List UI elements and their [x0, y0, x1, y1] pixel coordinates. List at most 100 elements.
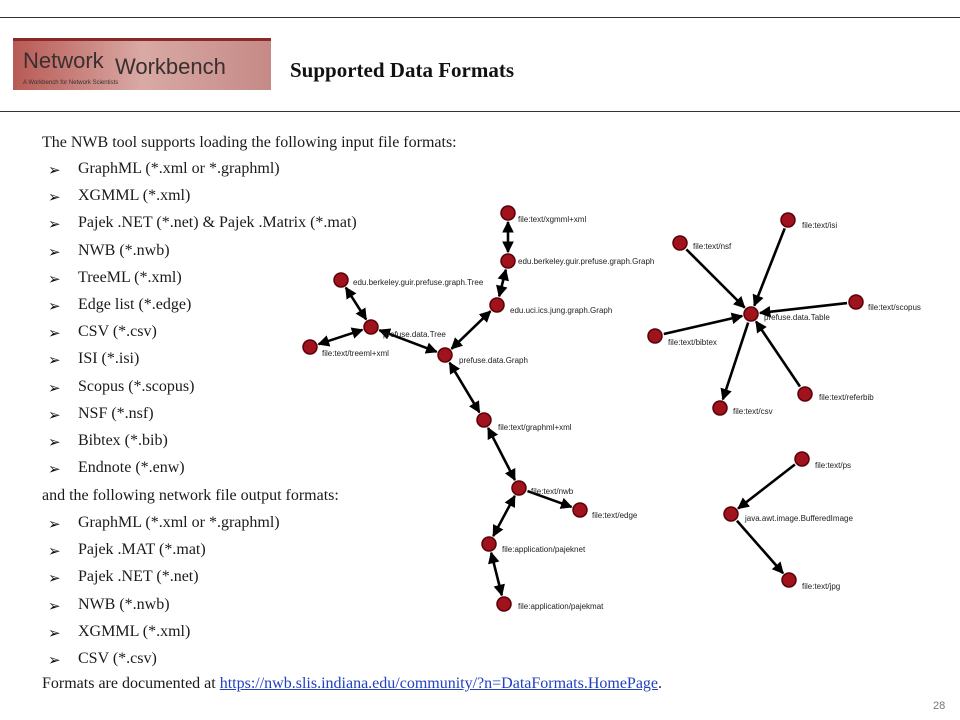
node-label-buffImg: java.awt.image.BufferedImage: [744, 514, 853, 523]
edge-graphml-nwb: [486, 426, 517, 482]
bullet-arrow-icon: ➢: [48, 435, 61, 451]
input-format-item: Pajek .NET (*.net) & Pajek .Matrix (*.ma…: [78, 214, 357, 232]
bullet-arrow-icon: ➢: [48, 244, 61, 261]
slide-title: Supported Data Formats: [290, 58, 514, 82]
node-bibtex: [647, 328, 663, 344]
edge-berkeleyGraph-jung: [496, 268, 509, 298]
node-ps: [794, 451, 810, 467]
node-treeml: [302, 339, 318, 355]
edge-pGraph-graphml: [448, 361, 481, 414]
bullet-arrow-icon: ➢: [48, 217, 61, 234]
input-format-item: Endnote (*.enw): [78, 459, 185, 477]
node-label-graphml: file:text/graphml+xml: [498, 423, 572, 432]
node-label-edge: file:text/edge: [592, 511, 638, 520]
node-xgmml: [500, 205, 516, 221]
input-format-item: NWB (*.nwb): [78, 241, 170, 259]
node-label-pTable: prefuse.data.Table: [764, 313, 830, 322]
node-label-pGraph: prefuse.data.Graph: [459, 356, 528, 365]
node-label-ps: file:text/ps: [815, 461, 851, 470]
footer-suffix: .: [658, 675, 663, 692]
node-pajeknet: [481, 536, 497, 552]
output-format-item: GraphML (*.xml or *.graphml): [78, 514, 280, 531]
node-berkeleyTree: [333, 272, 349, 288]
edge-treeml-pTree: [317, 327, 364, 347]
node-label-xgmml: file:text/xgmml+xml: [518, 215, 586, 224]
edge-isi-pTable: [752, 227, 786, 307]
input-format-item: GraphML (*.xml or *.graphml): [78, 160, 280, 177]
header-rule: [0, 111, 960, 112]
bullet-arrow-icon: ➢: [48, 462, 61, 479]
node-label-nsf: file:text/nsf: [693, 242, 732, 251]
node-jpg: [781, 572, 797, 588]
node-label-csv: file:text/csv: [733, 407, 773, 416]
bullet-arrow-icon: ➢: [48, 407, 61, 424]
page-number: 28: [933, 700, 946, 712]
edge-referbib-pTable: [754, 320, 802, 388]
node-label-treeml: file:text/treeml+xml: [322, 349, 389, 358]
edge-nwb-edge: [527, 489, 573, 509]
footer-text: Formats are documented at https://nwb.sl…: [42, 675, 662, 693]
node-label-berkeleyTree: edu.berkeley.guir.prefuse.graph.Tree: [353, 278, 484, 287]
bullet-arrow-icon: ➢: [48, 326, 61, 343]
bullet-arrow-icon: ➢: [48, 571, 61, 588]
node-label-jung: edu.uci.ics.jung.graph.Graph: [510, 306, 612, 315]
node-graphml: [476, 412, 492, 428]
node-nsf: [672, 235, 688, 251]
input-format-item: Bibtex (*.bib): [78, 432, 168, 449]
edge-pTree-pGraph: [378, 328, 438, 354]
node-csv: [712, 400, 728, 416]
node-berkeleyGraph: [500, 253, 516, 269]
edge-buffImg-jpg: [735, 519, 785, 575]
node-edge: [572, 502, 588, 518]
bullet-arrow-icon: ➢: [48, 544, 61, 561]
edge-pajeknet-pajekmat: [488, 551, 505, 597]
node-label-referbib: file:text/referbib: [819, 393, 874, 402]
output-format-item: CSV (*.csv): [78, 650, 157, 667]
node-label-pajekmat: file:application/pajekmat: [518, 602, 604, 611]
network-workbench-logo: Network Workbench A Workbench for Networ…: [13, 38, 271, 90]
output-format-item: XGMML (*.xml): [78, 622, 191, 640]
bullet-arrow-icon: ➢: [48, 163, 61, 179]
edge-ps-buffImg: [737, 463, 796, 510]
logo-network-text: Network: [23, 48, 105, 73]
input-format-item: XGMML (*.xml): [78, 187, 191, 205]
bullet-arrow-icon: ➢: [48, 653, 61, 669]
node-label-isi: file:text/isi: [802, 221, 837, 230]
edge-jung-pGraph: [450, 310, 492, 350]
output-format-item: Pajek .MAT (*.mat): [78, 541, 206, 559]
node-label-pajeknet: file:application/pajeknet: [502, 545, 586, 554]
top-rule: [0, 17, 960, 18]
edge-nwb-pajeknet: [492, 494, 516, 538]
node-pajekmat: [496, 596, 512, 612]
bullet-arrow-icon: ➢: [48, 517, 61, 533]
intro-text: The NWB tool supports loading the follow…: [42, 134, 457, 151]
input-format-item: Scopus (*.scopus): [78, 377, 195, 395]
bullet-arrow-icon: ➢: [48, 625, 61, 642]
input-format-item: TreeML (*.xml): [78, 268, 182, 286]
node-label-nwb: file:text/nwb: [531, 487, 574, 496]
edge-bibtex-pTable: [663, 312, 744, 336]
node-nwb: [511, 480, 527, 496]
logo-tagline: A Workbench for Network Scientists: [23, 80, 118, 86]
bullet-arrow-icon: ➢: [48, 380, 61, 397]
documentation-link[interactable]: https://nwb.slis.indiana.edu/community/?…: [219, 675, 659, 692]
node-label-pTree: prefuse.data.Tree: [383, 330, 446, 339]
output-format-item: Pajek .NET (*.net): [78, 568, 199, 586]
output-format-item: NWB (*.nwb): [78, 595, 170, 613]
footer-prefix: Formats are documented at: [42, 675, 220, 692]
node-pTable: [743, 306, 759, 322]
edge-nsf-pTable: [685, 248, 746, 309]
node-scopus: [848, 294, 864, 310]
node-pGraph: [437, 347, 453, 363]
input-format-item: ISI (*.isi): [78, 350, 140, 368]
node-isi: [780, 212, 796, 228]
node-buffImg: [723, 506, 739, 522]
bullet-arrow-icon: ➢: [48, 271, 61, 288]
bullet-arrow-icon: ➢: [48, 299, 61, 315]
node-label-jpg: file:text/jpg: [802, 582, 840, 591]
node-referbib: [797, 386, 813, 402]
bullet-arrow-icon: ➢: [48, 190, 61, 207]
logo-workbench-text: Workbench: [115, 54, 226, 79]
node-jung: [489, 297, 505, 313]
